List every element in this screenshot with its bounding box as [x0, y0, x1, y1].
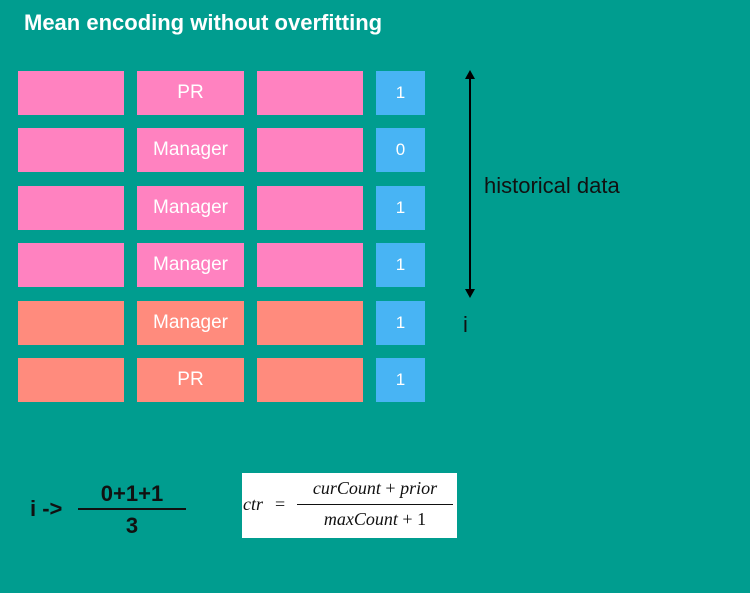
category-cell: Manager [137, 128, 244, 172]
ctr-numerator: curCount + prior [297, 478, 453, 499]
example-lhs: i -> [30, 496, 63, 521]
target-cell: 1 [376, 71, 425, 115]
feature-cell [257, 186, 363, 230]
ctr-one: 1 [417, 509, 427, 529]
slide-title: Mean encoding without overfitting [24, 10, 383, 35]
historical-data-label: historical data [484, 173, 620, 198]
table-row: Manager 0 [18, 128, 426, 172]
feature-cell [18, 186, 124, 230]
fraction-bar [78, 508, 186, 510]
feature-cell [18, 243, 124, 287]
table-row: Manager 1 [18, 186, 426, 230]
double-arrow-icon [465, 70, 475, 298]
example-fraction: 0+1+1 3 [78, 481, 186, 539]
ctr-equals: = [275, 494, 286, 514]
ctr-lhs: ctr [243, 494, 263, 514]
feature-cell [257, 71, 363, 115]
feature-cell [257, 301, 363, 345]
ctr-denominator: maxCount + 1 [297, 509, 453, 530]
current-row-label: i [463, 312, 468, 337]
feature-cell [257, 128, 363, 172]
table-row: PR 1 [18, 358, 426, 402]
ctr-formula: ctr = curCount + prior maxCount + 1 [242, 473, 457, 538]
feature-cell [257, 243, 363, 287]
target-cell: 1 [376, 301, 425, 345]
category-cell: Manager [137, 243, 244, 287]
ctr-prior: prior [400, 478, 438, 498]
target-cell: 1 [376, 243, 425, 287]
feature-cell [18, 71, 124, 115]
target-cell: 1 [376, 358, 425, 402]
ctr-cur-count: curCount [312, 478, 381, 498]
ctr-fraction-bar [297, 504, 453, 505]
ctr-plus: + [385, 478, 396, 498]
category-cell: PR [137, 71, 244, 115]
table-row-current: Manager 1 [18, 301, 426, 345]
target-cell: 0 [376, 128, 425, 172]
feature-cell [18, 128, 124, 172]
category-cell: Manager [137, 186, 244, 230]
category-cell: PR [137, 358, 244, 402]
ctr-plus: + [402, 509, 413, 529]
feature-cell [257, 358, 363, 402]
ctr-max-count: maxCount [323, 509, 398, 529]
feature-cell [18, 301, 124, 345]
feature-cell [18, 358, 124, 402]
example-denominator: 3 [125, 513, 139, 538]
table-row: PR 1 [18, 71, 426, 115]
category-cell: Manager [137, 301, 244, 345]
table-row: Manager 1 [18, 243, 426, 287]
target-cell: 1 [376, 186, 425, 230]
example-numerator: 0+1+1 [100, 481, 164, 506]
